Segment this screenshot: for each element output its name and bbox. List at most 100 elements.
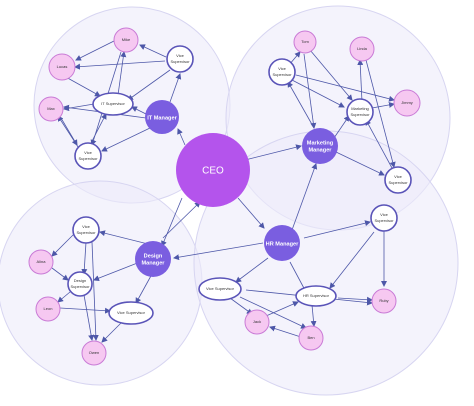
it-supervisor-mid-node[interactable]: IT Supervisor <box>92 92 134 116</box>
design-supervisor-top-label-2: Supervisor <box>76 230 96 235</box>
it-supervisor-right-label-1: Vice <box>176 53 184 58</box>
hr-supervisor-left-label: Vice Supervisor <box>206 286 235 291</box>
edge-suplow-owen <box>101 319 125 343</box>
edge-supmid-linda <box>357 59 364 103</box>
design-supervisor-low-label: Vice Supervisor <box>117 310 146 315</box>
hr-manager-node[interactable]: HR Manager <box>264 225 300 261</box>
edge-design-ceo-extra <box>162 201 201 239</box>
it-supervisor-low-node[interactable]: Vice Supervisor <box>74 142 102 170</box>
edge-leon-suplow <box>59 307 111 314</box>
mkt-supervisor-low-label-1: Vice <box>394 174 402 179</box>
employee-alina-label: Alina <box>37 259 47 264</box>
edge-tom-supmid <box>309 49 353 101</box>
edge-supmid-jimmy <box>371 101 395 109</box>
mkt-supervisor-low-label-2: Supervisor <box>388 180 408 185</box>
employee-owen-circle <box>81 340 107 366</box>
employee-linda-node[interactable]: Linda <box>349 36 375 62</box>
edge-max-supmid <box>60 117 78 146</box>
edge-suptop-owen <box>91 241 99 341</box>
it-supervisor-low-label-1: Vice <box>84 150 92 155</box>
edge-design-supmid <box>93 261 141 281</box>
employee-linda-label: Linda <box>357 46 368 51</box>
design-manager-label-1: Design <box>144 253 163 259</box>
it-supervisor-right-node[interactable]: Vice Supervisor <box>166 45 194 73</box>
ceo-node[interactable]: CEO <box>176 133 250 207</box>
edge-ceo-design <box>161 197 183 247</box>
design-manager-node[interactable]: Design Manager <box>135 241 171 277</box>
employee-leon-label: Leon <box>44 306 53 311</box>
marketing-manager-node[interactable]: Marketing Manager <box>302 128 338 164</box>
design-supervisor-low-node[interactable]: Vice Supervisor <box>108 301 154 325</box>
edge-suptop-jimmy <box>295 74 395 102</box>
hr-supervisor-right-circle <box>370 204 398 232</box>
employee-jack-circle <box>244 309 270 335</box>
employee-jimmy-circle <box>393 89 421 117</box>
it-supervisor-low-circle <box>74 142 102 170</box>
mkt-supervisor-mid-label-1: Marketing <box>351 106 369 111</box>
edge-supmid-max <box>63 103 95 112</box>
employee-ruby-node[interactable]: Ruby <box>371 288 397 314</box>
employee-ben-node[interactable]: Ben <box>298 325 324 351</box>
hr-supervisor-mid-label: HR Supervisor <box>303 293 330 298</box>
mkt-supervisor-top-node[interactable]: Vice Supervisor <box>268 58 296 86</box>
employee-jimmy-node[interactable]: Jimmy <box>393 89 421 117</box>
design-supervisor-top-node[interactable]: Vice Supervisor <box>72 216 100 244</box>
employee-alina-node[interactable]: Alina <box>28 249 54 275</box>
employee-lucas-circle <box>48 53 76 81</box>
employee-ben-label: Ben <box>307 335 314 340</box>
marketing-manager-label-1: Marketing <box>307 140 334 146</box>
edge-sup1-lucas <box>74 60 166 70</box>
hr-manager-circle <box>264 225 300 261</box>
edge-hr-design <box>173 242 264 261</box>
employee-mike-label: Mike <box>122 37 131 42</box>
it-supervisor-mid-ellipse <box>92 92 134 116</box>
edge-ceo-marketing <box>244 144 302 161</box>
edge-suptop-supmid <box>291 79 345 108</box>
edge-sup1-supmid <box>127 69 171 101</box>
edge-ben-jack <box>269 325 305 339</box>
employee-max-label: Max <box>47 106 55 111</box>
design-supervisor-mid-label-1: Design <box>74 278 86 283</box>
design-supervisor-top-circle <box>72 216 100 244</box>
edge-supleft-ben <box>239 296 307 329</box>
employee-tom-label: Tom <box>301 39 309 44</box>
employee-mike-circle <box>113 27 139 53</box>
edge-supmid-mike <box>117 51 127 96</box>
mkt-supervisor-mid-node[interactable]: Marketing Supervisor <box>346 98 374 126</box>
edge-hr-marketing <box>291 163 318 231</box>
mkt-supervisor-mid-circle <box>346 98 374 126</box>
employee-jack-node[interactable]: Jack <box>244 309 270 335</box>
design-supervisor-low-ellipse <box>108 301 154 325</box>
edge-supmid-owen <box>83 294 95 341</box>
it-supervisor-right-circle <box>166 45 194 73</box>
hr-supervisor-mid-node[interactable]: HR Supervisor <box>295 285 337 307</box>
employee-tom-circle <box>293 30 317 54</box>
employee-linda-circle <box>349 36 375 62</box>
edge-it-suplow <box>101 127 151 152</box>
mkt-supervisor-top-label-1: Vice <box>278 66 286 71</box>
it-manager-node[interactable]: IT Manager <box>145 100 179 134</box>
edge-supleft-jack <box>229 297 253 315</box>
edge-suptop-alina <box>51 233 75 257</box>
edge-ceo-it <box>177 128 186 146</box>
employee-max-node[interactable]: Max <box>38 96 64 122</box>
design-manager-label-2: Manager <box>141 260 165 266</box>
mkt-supervisor-low-node[interactable]: Vice Supervisor <box>384 166 412 194</box>
design-supervisor-mid-label-2: Supervisor <box>70 284 90 289</box>
employee-leon-node[interactable]: Leon <box>35 296 61 322</box>
employee-ruby-circle <box>371 288 397 314</box>
employee-mike-node[interactable]: Mike <box>113 27 139 53</box>
employee-lucas-node[interactable]: Lucas <box>48 53 76 81</box>
hr-supervisor-mid-ellipse <box>295 285 337 307</box>
employee-owen-node[interactable]: Owen <box>81 340 107 366</box>
design-supervisor-mid-node[interactable]: Design Supervisor <box>67 271 93 297</box>
hr-supervisor-left-node[interactable]: Vice Supervisor <box>198 277 242 301</box>
design-supervisor-top-label-1: Vice <box>82 224 90 229</box>
it-manager-circle <box>145 100 179 134</box>
employee-tom-node[interactable]: Tom <box>293 30 317 54</box>
hr-manager-label: HR Manager <box>266 241 299 247</box>
edge-supmid-leon <box>57 291 71 303</box>
it-supervisor-low-label-2: Supervisor <box>78 156 98 161</box>
hr-supervisor-right-node[interactable]: Vice Supervisor <box>370 204 398 232</box>
